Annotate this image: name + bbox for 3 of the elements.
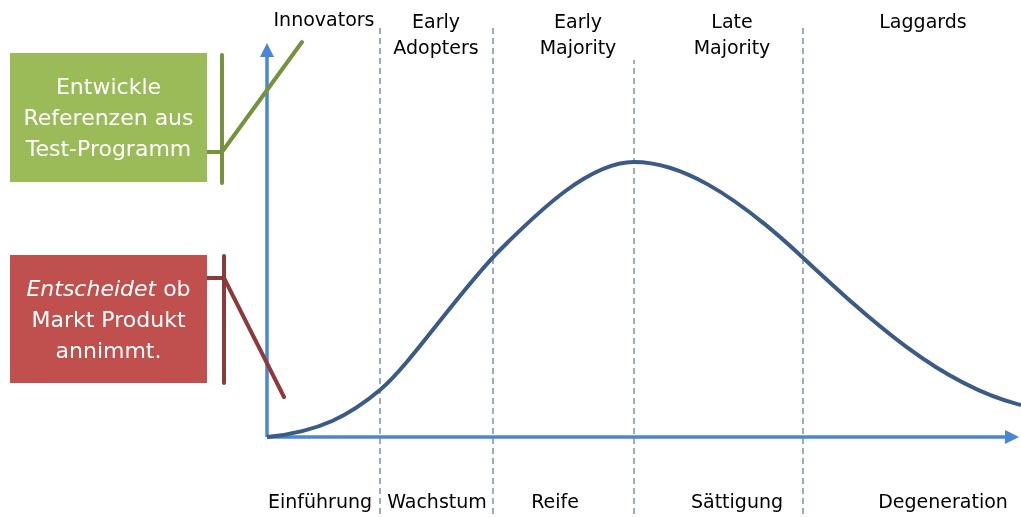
note-card: Entscheidet ob Markt Produkt annimmt. [10,255,207,383]
segment-label: Innovators [266,6,382,42]
note-card: Entwickle Referenzen aus Test-Programm [10,53,207,182]
